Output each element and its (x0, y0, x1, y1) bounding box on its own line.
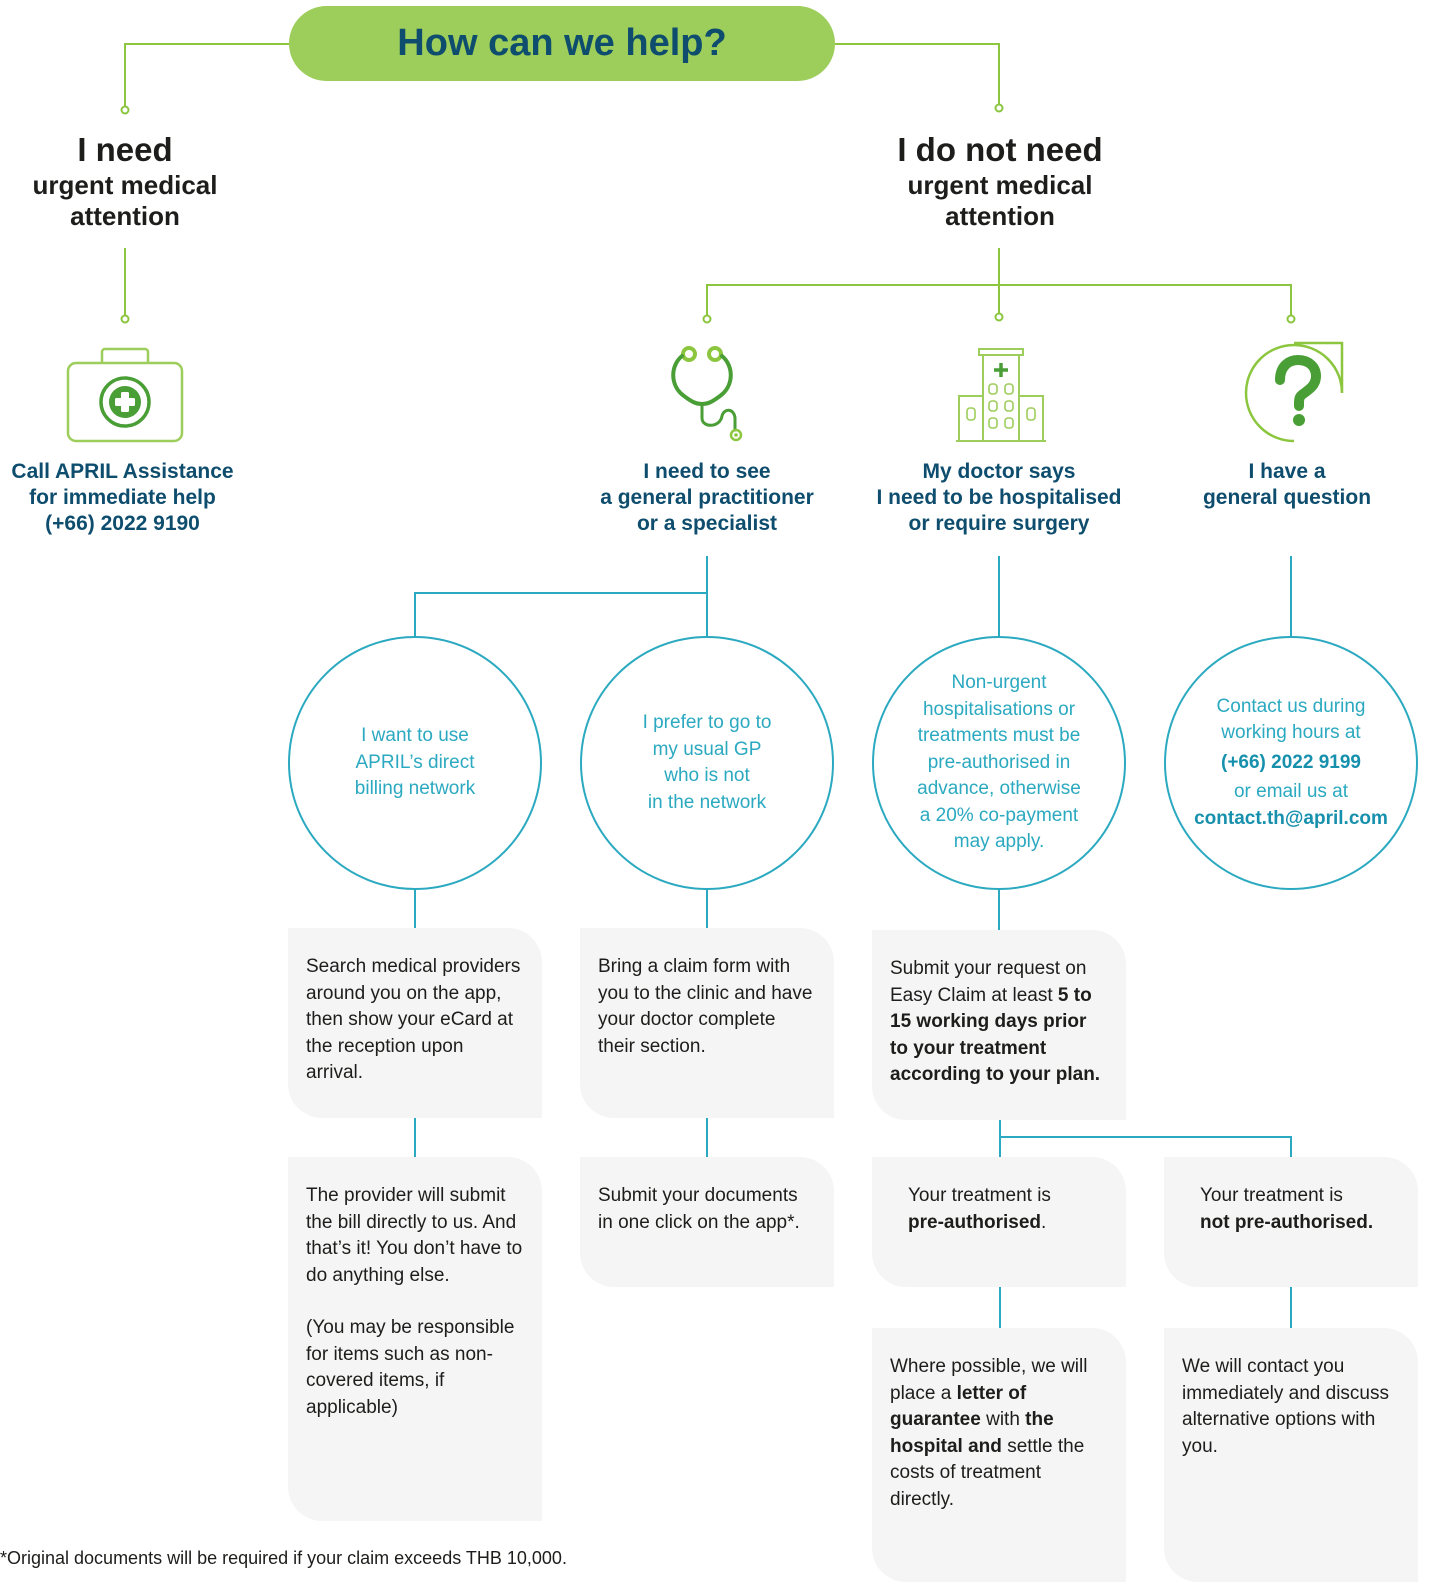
urgent-heading-line2: urgent medical (32, 169, 218, 200)
search-providers-text: Search medical providers around you on t… (306, 956, 521, 1083)
hospital-icon (956, 348, 1046, 442)
claim-form-card: Bring a claim form with you to the clini… (580, 928, 834, 1118)
general-question-option: I have a general question (1177, 459, 1397, 511)
not-pre-authorised-status: not pre-authorised. (1200, 1211, 1374, 1233)
assistance-phone: (+66) 2022 9190 (45, 512, 200, 535)
contact-you-text: We will contact you immediately and disc… (1182, 1356, 1389, 1457)
page-title: How can we help? (289, 6, 835, 81)
pre-auth-line6: a 20% co-payment (919, 804, 1079, 826)
pre-authorised-period: . (1041, 1211, 1047, 1233)
claim-form-text: Bring a claim form with you to the clini… (598, 956, 813, 1057)
urgent-action-line1: Call APRIL Assistance (11, 460, 234, 483)
pre-auth-line2: hospitalisations or (922, 698, 1076, 720)
submit-documents-card: Submit your documents in one click on th… (580, 1157, 834, 1287)
first-aid-kit-icon (66, 347, 184, 443)
general-question-line1: I have a (1248, 460, 1326, 483)
usual-gp-circle: I prefer to go to my usual GP who is not… (580, 636, 834, 890)
not-pre-authorised-text: Your treatment is (1200, 1185, 1343, 1206)
pre-auth-line1: Non-urgent (951, 672, 1047, 694)
contact-line2: working hours at (1221, 722, 1361, 744)
usual-gp-line4: in the network (647, 791, 767, 813)
contact-you-card: We will contact you immediately and disc… (1164, 1328, 1418, 1582)
guarantee-text-2: with (986, 1409, 1020, 1430)
green-connector-dots (120, 103, 1296, 324)
question-mark-icon (1244, 341, 1344, 443)
general-question-line2: general question (1202, 486, 1372, 509)
contact-phone[interactable]: (+66) 2022 9199 (1221, 751, 1361, 773)
usual-gp-line2: my usual GP (652, 738, 762, 760)
provider-submits-text: The provider will submit the bill direct… (306, 1185, 523, 1286)
non-urgent-heading-line2: urgent medical (907, 169, 1093, 200)
easy-claim-deadline: 5 to 15 working days prior to your treat… (890, 984, 1101, 1086)
guarantee-bold-2: the hospital and (890, 1409, 1054, 1457)
provider-submits-card: The provider will submit the bill direct… (288, 1157, 542, 1521)
pre-authorised-text: Your treatment is (908, 1185, 1051, 1206)
usual-gp-line1: I prefer to go to (642, 712, 772, 733)
non-urgent-heading-line3: attention (945, 200, 1055, 231)
non-urgent-heading-line1: I do not need (897, 131, 1103, 168)
non-urgent-branch-heading: I do not need urgent medical attention (868, 130, 1132, 232)
search-providers-card: Search medical providers around you on t… (288, 928, 542, 1118)
urgent-heading-line1: I need (77, 131, 173, 168)
contact-line1: Contact us during (1216, 695, 1366, 717)
urgent-action-text: Call APRIL Assistance for immediate help… (0, 459, 245, 537)
letter-of-guarantee-card: Where possible, we will place a letter o… (872, 1328, 1126, 1582)
pre-authorised-status: pre-authorised (908, 1211, 1042, 1233)
pre-auth-line5: advance, otherwise (917, 778, 1081, 800)
easy-claim-text: Submit your request on Easy Claim at lea… (890, 958, 1087, 1006)
stethoscope-icon (671, 346, 743, 442)
direct-billing-line1: I want to use (361, 725, 469, 747)
pre-auth-line4: pre-authorised in (927, 751, 1071, 773)
contact-circle: Contact us during working hours at (+66)… (1164, 636, 1418, 890)
guarantee-text-1: Where possible, we will place a (890, 1356, 1088, 1404)
hospitalised-option: My doctor says I need to be hospitalised… (859, 459, 1139, 537)
hospitalised-line2: I need to be hospitalised (876, 486, 1122, 509)
teal-connectors (414, 556, 1292, 1328)
submit-documents-text: Submit your documents in one click on th… (598, 1185, 800, 1233)
guarantee-text-3: settle the costs of treatment directly. (890, 1435, 1085, 1510)
guarantee-bold-1: letter of guarantee (890, 1382, 1027, 1431)
usual-gp-line3: who is not (664, 765, 750, 786)
contact-line3: or email us at (1233, 781, 1349, 803)
direct-billing-line2: APRIL’s direct (355, 751, 475, 773)
hospitalised-line1: My doctor says (922, 460, 1076, 483)
direct-billing-circle: I want to use APRIL’s direct billing net… (288, 636, 542, 890)
urgent-action-line2: for immediate help (29, 486, 216, 509)
contact-email-link[interactable]: contact.th@april.com (1194, 807, 1388, 829)
see-doctor-line2: a general practitioner (600, 486, 814, 509)
see-doctor-option: I need to see a general practitioner or … (577, 459, 837, 537)
direct-billing-line3: billing network (354, 778, 476, 800)
see-doctor-line3: or a specialist (636, 512, 778, 535)
green-connectors (124, 43, 1292, 315)
easy-claim-card: Submit your request on Easy Claim at lea… (872, 930, 1126, 1120)
footnote: *Original documents will be required if … (0, 1548, 567, 1568)
see-doctor-line1: I need to see (643, 460, 771, 483)
urgent-heading-line3: attention (70, 200, 180, 231)
not-pre-authorised-card: Your treatment is not pre-authorised. (1164, 1157, 1418, 1287)
pre-auth-line7: may apply. (953, 831, 1045, 853)
pre-auth-line3: treatments must be (917, 725, 1081, 747)
pre-authorisation-circle: Non-urgent hospitalisations or treatment… (872, 636, 1126, 890)
provider-submits-note: (You may be responsible for items such a… (306, 1317, 515, 1418)
pre-authorised-card: Your treatment is pre-authorised. (872, 1157, 1126, 1287)
urgent-branch-heading: I need urgent medical attention (10, 130, 240, 232)
hospitalised-line3: or require surgery (908, 512, 1090, 535)
